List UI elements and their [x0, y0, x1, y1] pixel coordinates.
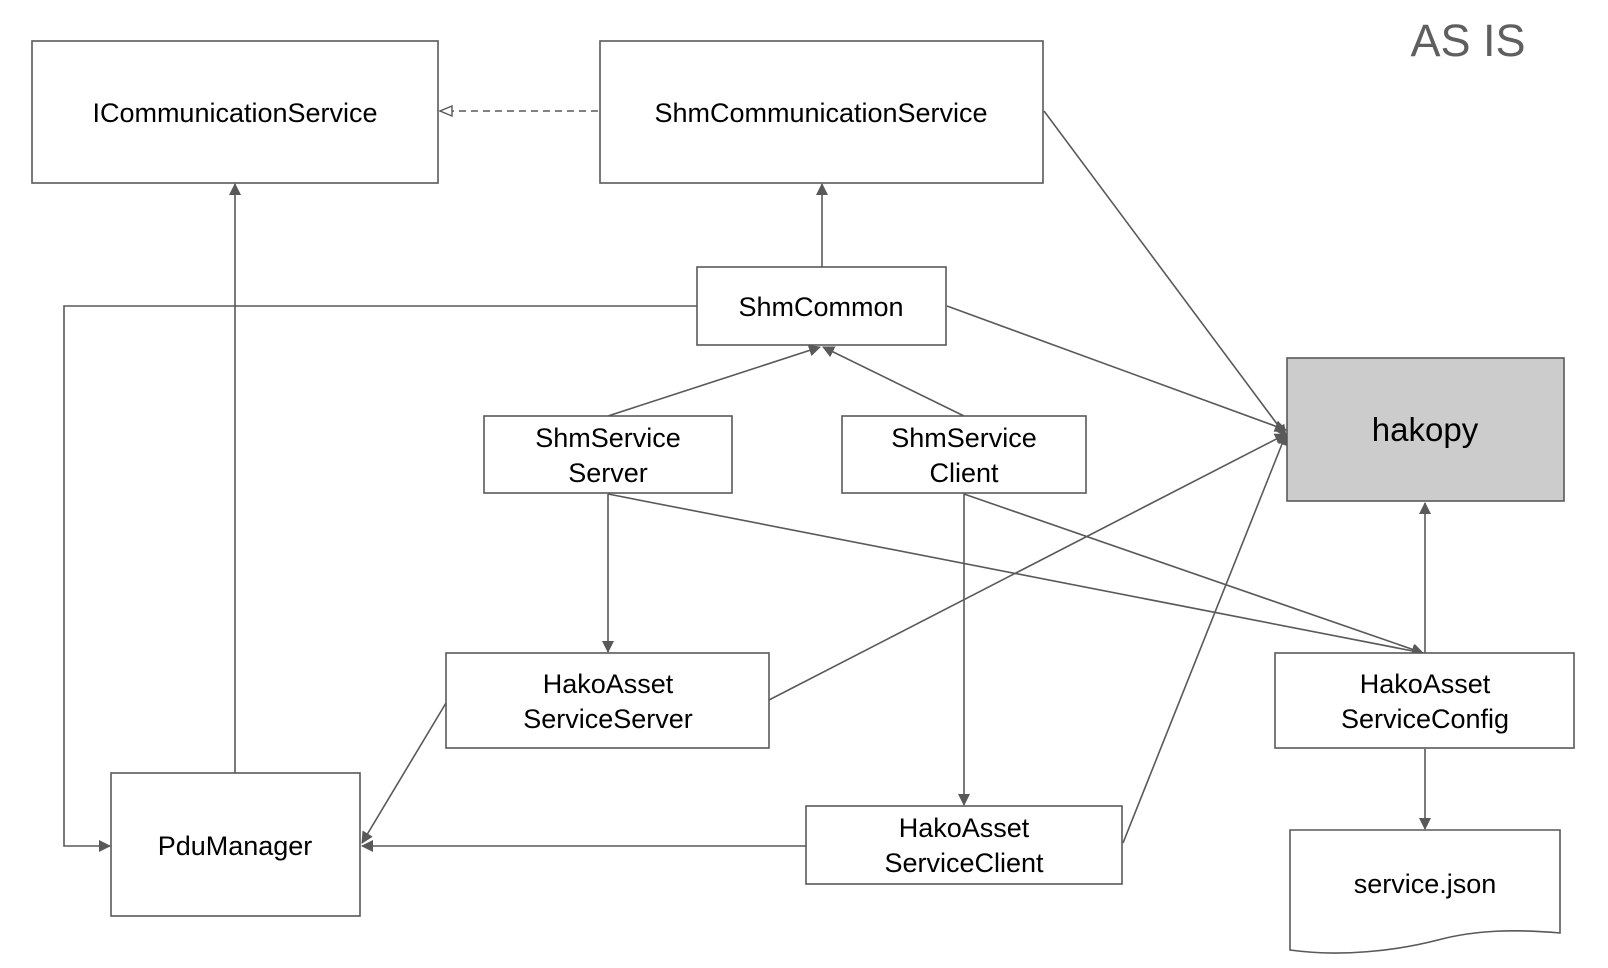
node-shm-communication-service-label: ShmCommunicationService [654, 98, 987, 128]
edge-shmcommon-to-pdumanager [63, 305, 697, 852]
node-shm-communication-service: ShmCommunicationService [599, 40, 1044, 184]
node-hako-asset-service-server-line1: HakoAsset [543, 669, 674, 699]
node-service-json: service.json [1289, 829, 1561, 954]
node-icommunication-service: ICommunicationService [31, 40, 439, 184]
document-shape [1289, 829, 1561, 954]
edge-hakoassetserviceclient-to-hakopy [1122, 433, 1288, 844]
node-shm-common-label: ShmCommon [738, 292, 903, 322]
node-hako-asset-service-client-line2: ServiceClient [884, 848, 1044, 878]
node-shm-service-client: ShmService Client [841, 415, 1087, 494]
edge-shmcomm-to-hakopy [1043, 110, 1287, 437]
node-shm-service-server-line1: ShmService [535, 423, 681, 453]
node-shm-common: ShmCommon [696, 266, 947, 346]
node-shm-service-server-line2: Server [568, 458, 648, 488]
node-hakopy: hakopy [1286, 357, 1565, 502]
node-pdu-manager: PduManager [110, 772, 361, 917]
node-hako-asset-service-config-line1: HakoAsset [1360, 669, 1491, 699]
node-hako-asset-service-config-line2: ServiceConfig [1341, 704, 1509, 734]
node-hako-asset-service-client-line1: HakoAsset [899, 813, 1030, 843]
edge-hakoassetserviceserver-to-hakopy [768, 433, 1287, 701]
edge-shmserviceclient-to-serviceconfig [963, 493, 1424, 656]
node-icommunication-service-label: ICommunicationService [92, 98, 377, 128]
edge-shmcommon-to-hakopy [946, 305, 1287, 432]
node-shm-service-server: ShmService Server [483, 415, 733, 494]
node-pdu-manager-label: PduManager [158, 831, 313, 861]
diagram-title: AS IS [1410, 15, 1525, 66]
node-service-json-label: service.json [1354, 869, 1497, 899]
node-shm-service-client-line2: Client [929, 458, 999, 488]
node-hakopy-label: hakopy [1372, 411, 1479, 448]
node-hako-asset-service-server: HakoAsset ServiceServer [445, 652, 770, 749]
node-hako-asset-service-server-line2: ServiceServer [523, 704, 693, 734]
edge-shmserviceserver-to-shmcommon [607, 344, 821, 417]
edge-hakoassetserviceserver-to-pdumanager [361, 702, 447, 844]
edges [63, 110, 1431, 852]
node-shm-service-client-line1: ShmService [891, 423, 1037, 453]
node-hako-asset-service-client: HakoAsset ServiceClient [805, 805, 1123, 885]
node-hako-asset-service-config: HakoAsset ServiceConfig [1274, 652, 1575, 749]
edge-shmserviceclient-to-shmcommon [822, 346, 965, 417]
